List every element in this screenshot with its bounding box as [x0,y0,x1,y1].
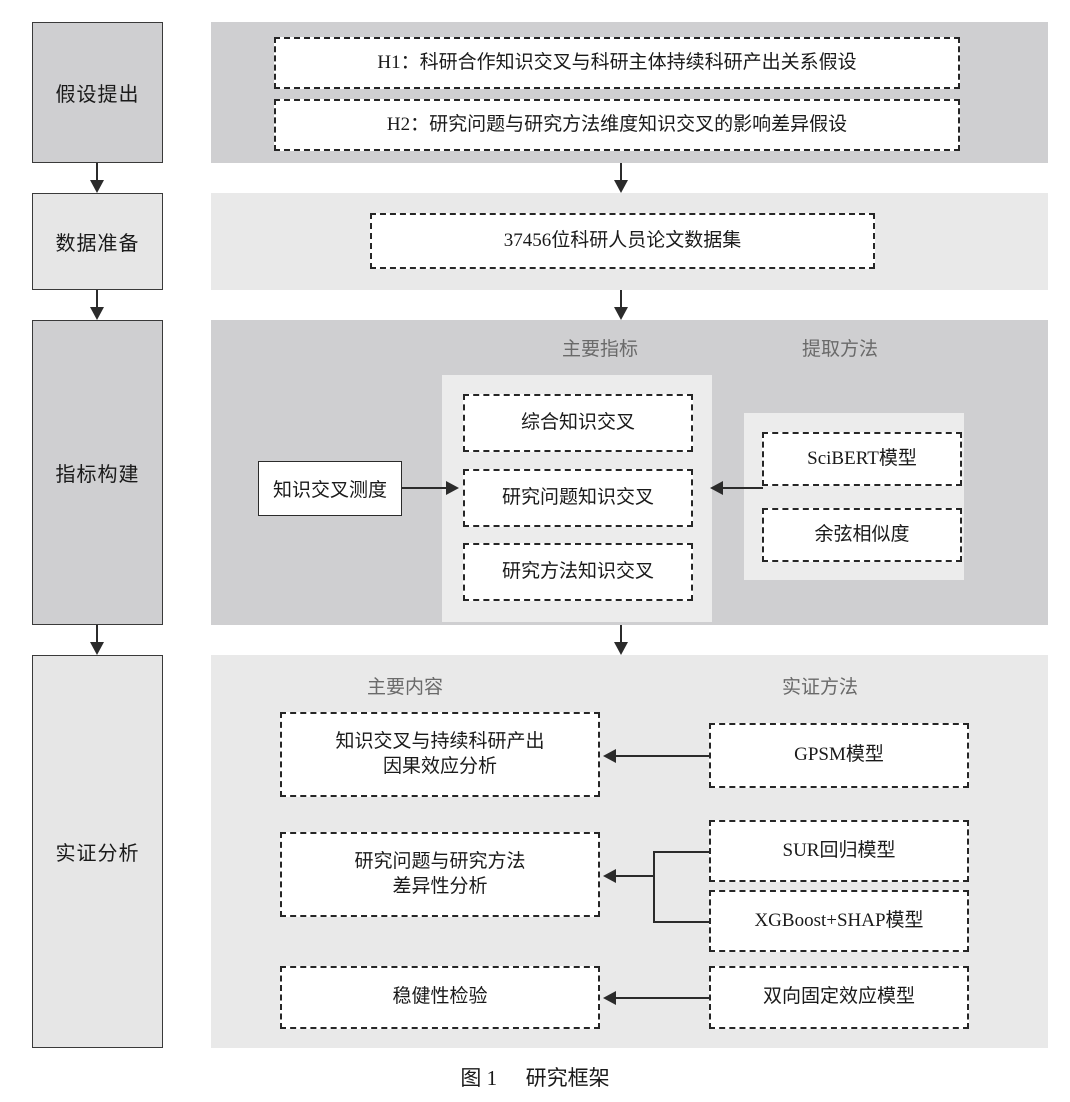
hypothesis-label-h2: H2：研究问题与研究方法维度知识交叉的影响差异假设 [386,113,848,135]
stage-label-hypothesis: 假设提出 [55,84,140,106]
stage-box-data[interactable]: 数据准备 [32,193,163,290]
metric-box-question[interactable]: 研究问题知识交叉 [463,469,693,527]
empirical-method-label-xgboost: XGBoost+SHAP模型 [754,909,924,931]
method-box-cosine[interactable]: 余弦相似度 [762,508,962,562]
empirical-content-box-difference[interactable]: 研究问题与研究方法 差异性分析 [280,832,600,917]
empirical-connector-row3 [616,997,710,999]
method-label-cosine: 余弦相似度 [814,523,910,545]
empirical-connector-row1 [616,755,710,757]
stage-arrow-3-icon [90,642,104,655]
indicator-connector-right [723,487,763,489]
figure-caption-title: 研究框架 [525,1066,610,1090]
empirical-content-label-difference: 研究问题与研究方法 差异性分析 [354,851,526,897]
dataset-label: 37456位科研人员论文数据集 [503,229,742,251]
empirical-content-label-robustness: 稳健性检验 [392,986,488,1008]
stage-box-indicator[interactable]: 指标构建 [32,320,163,625]
stage-box-hypothesis[interactable]: 假设提出 [32,22,163,163]
panel-arrow-2-icon [614,307,628,320]
empirical-method-label-gpsm: GPSM模型 [794,744,884,766]
stage-arrow-2-icon [90,307,104,320]
empirical-content-box-robustness[interactable]: 稳健性检验 [280,966,600,1029]
empirical-content-box-causal[interactable]: 知识交叉与持续科研产出 因果效应分析 [280,712,600,797]
hypothesis-box-h1[interactable]: H1：科研合作知识交叉与科研主体持续科研产出关系假设 [274,37,960,89]
panel-connector-3 [620,625,622,642]
indicator-header-methods: 提取方法 [760,334,920,361]
empirical-method-box-sur[interactable]: SUR回归模型 [709,820,969,882]
stage-label-data: 数据准备 [55,233,140,255]
metric-box-comprehensive[interactable]: 综合知识交叉 [463,394,693,452]
empirical-bracket-top [653,851,711,853]
empirical-method-label-sur: SUR回归模型 [782,839,896,861]
indicator-header-metrics: 主要指标 [520,334,680,361]
indicator-arrow-right-icon [446,481,459,495]
method-box-scibert[interactable]: SciBERT模型 [762,432,962,486]
stage-connector-1 [96,163,98,180]
dataset-box[interactable]: 37456位科研人员论文数据集 [370,213,875,269]
empirical-header-methods: 实证方法 [740,672,900,699]
hypothesis-label-h1: H1：科研合作知识交叉与科研主体持续科研产出关系假设 [377,51,857,73]
method-label-scibert: SciBERT模型 [807,447,917,469]
indicator-header-metrics-label: 主要指标 [561,339,638,360]
stage-connector-3 [96,625,98,642]
empirical-header-methods-label: 实证方法 [781,677,858,698]
indicator-connector-left [402,487,446,489]
panel-connector-2 [620,290,622,307]
stage-connector-2 [96,290,98,307]
knowledge-measure-box[interactable]: 知识交叉测度 [258,461,402,516]
hypothesis-box-h2[interactable]: H2：研究问题与研究方法维度知识交叉的影响差异假设 [274,99,960,151]
empirical-arrow-row2-icon [603,869,616,883]
stage-label-indicator: 指标构建 [55,464,140,486]
metric-label-method: 研究方法知识交叉 [501,560,654,582]
empirical-arrow-row1-icon [603,749,616,763]
empirical-header-content: 主要内容 [325,672,485,699]
knowledge-measure-label: 知识交叉测度 [272,480,387,501]
figure-caption-number: 图 1 [460,1066,498,1090]
empirical-header-content-label: 主要内容 [366,677,443,698]
empirical-method-box-xgboost[interactable]: XGBoost+SHAP模型 [709,890,969,952]
empirical-method-box-gpsm[interactable]: GPSM模型 [709,723,969,788]
metric-label-comprehensive: 综合知识交叉 [520,411,635,433]
empirical-content-label-causal: 知识交叉与持续科研产出 因果效应分析 [335,731,545,777]
indicator-header-methods-label: 提取方法 [801,339,878,360]
stage-arrow-1-icon [90,180,104,193]
metric-box-method[interactable]: 研究方法知识交叉 [463,543,693,601]
empirical-bracket-bottom [653,921,711,923]
panel-connector-1 [620,163,622,180]
empirical-bracket-spine [653,851,655,923]
stage-box-empirical[interactable]: 实证分析 [32,655,163,1048]
stage-label-empirical: 实证分析 [55,843,140,865]
indicator-arrow-left-icon [710,481,723,495]
panel-arrow-3-icon [614,642,628,655]
empirical-method-label-twoway-fe: 双向固定效应模型 [762,986,915,1008]
figure-caption: 图 1 研究框架 [0,1062,1070,1092]
empirical-arrow-row3-icon [603,991,616,1005]
panel-arrow-1-icon [614,180,628,193]
metric-label-question: 研究问题知识交叉 [501,486,654,508]
empirical-method-box-twoway-fe[interactable]: 双向固定效应模型 [709,966,969,1029]
empirical-connector-row2 [616,875,655,877]
